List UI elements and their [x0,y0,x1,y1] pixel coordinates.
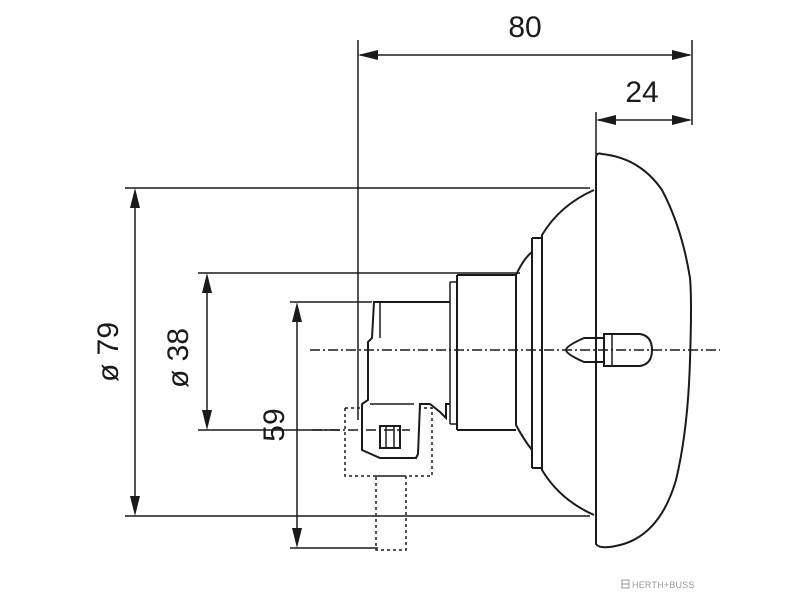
dimension-overall-length: 80 [357,11,693,420]
dimension-d38-label: ø 38 [162,328,195,388]
brand-watermark-text: HERTH+BUSS [632,580,695,590]
dimension-d79-label: ø 79 [92,322,125,382]
dimension-outer-diameter: ø 79 [92,187,590,517]
brand-watermark: HERTH+BUSS [621,579,695,590]
lamp-body [361,152,692,549]
dimension-mount-diameter: ø 38 [162,272,520,431]
dimension-lens-depth: 24 [595,76,692,155]
dimension-24-label: 24 [625,76,658,109]
dimension-connector-height: 59 [258,301,378,549]
connector-outline [344,407,433,551]
dimension-59-label: 59 [258,408,291,441]
dimension-80-label: 80 [508,11,541,44]
